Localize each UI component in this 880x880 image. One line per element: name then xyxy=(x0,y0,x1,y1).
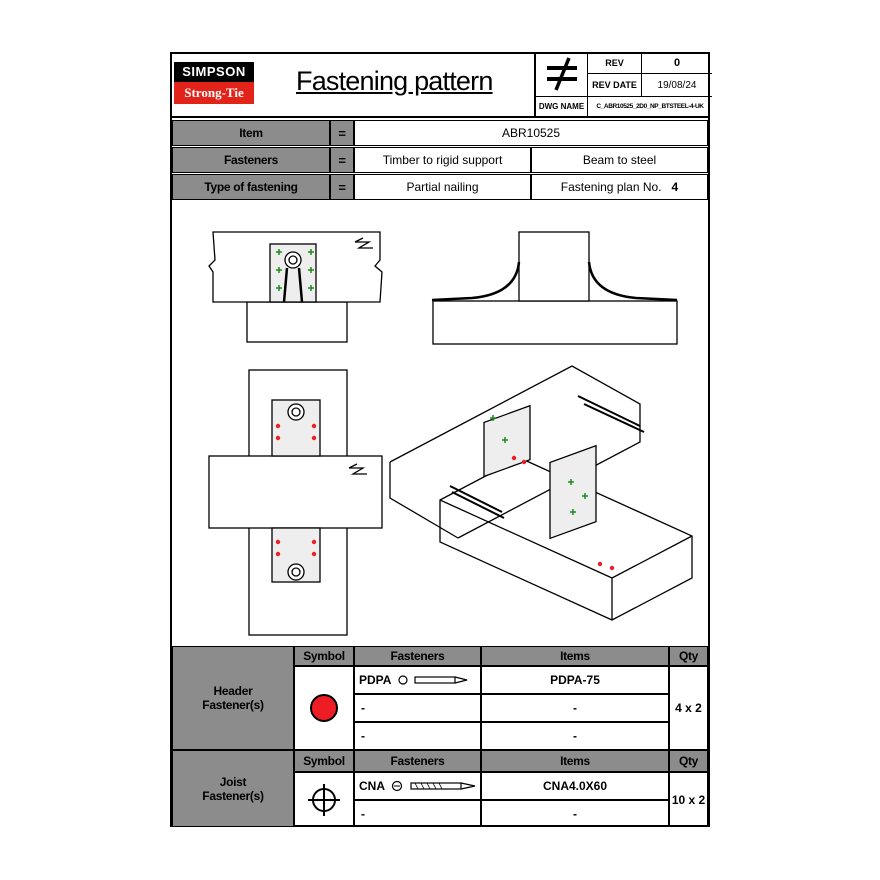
red-dot-markers xyxy=(275,423,615,571)
header-fastener-name: PDPA xyxy=(359,673,392,687)
joist-symbol-header: Symbol xyxy=(294,750,354,772)
type-value: Partial nailing xyxy=(354,174,531,200)
header-items-header: Items xyxy=(481,646,669,666)
joist-item-row-1: CNA4.0X60 xyxy=(481,772,669,800)
joist-fasteners-header: Fasteners xyxy=(354,750,481,772)
nail-icon xyxy=(391,780,476,792)
green-nail-markers xyxy=(276,249,588,515)
page-title: Fastening pattern xyxy=(296,66,493,96)
rev-label: REV xyxy=(588,52,642,74)
fasteners-label: Fasteners xyxy=(172,147,330,173)
joist-group-label: Joist Fastener(s) xyxy=(172,750,294,827)
elevation-view-top-right xyxy=(431,231,678,345)
rev-date-label: REV DATE xyxy=(588,74,642,96)
joist-fastener-name: CNA xyxy=(359,779,385,793)
item-label: Item xyxy=(172,120,330,146)
header-fastener-row-2: - xyxy=(354,694,481,722)
dwg-name-value: C_ABR10525_2D0_NP_BTSTEEL-4-UK xyxy=(588,96,712,116)
drawing-area xyxy=(208,231,693,636)
plan-view-top-left xyxy=(208,231,383,343)
header-fasteners-header: Fasteners xyxy=(354,646,481,666)
plan-value: 4 xyxy=(671,180,679,194)
joist-qty: 10 x 2 xyxy=(669,772,708,827)
joist-symbol-cell xyxy=(294,772,354,827)
plan-label: Fastening plan No. xyxy=(560,180,662,194)
header-fastener-row-3: - xyxy=(354,722,481,750)
header-item-row-2: - xyxy=(481,694,669,722)
brand-logo: SIMPSON Strong-Tie xyxy=(174,62,254,108)
header-qty: 4 x 2 xyxy=(669,666,708,750)
eq-sign: = xyxy=(330,120,354,146)
rev-value: 0 xyxy=(642,52,712,74)
joist-qty-header: Qty xyxy=(669,750,708,772)
fasteners-value-1: Timber to rigid support xyxy=(354,147,531,173)
drawing-sheet: SIMPSON Strong-Tie Fastening pattern DWG… xyxy=(170,52,712,827)
rev-date-value: 19/08/24 xyxy=(657,79,697,91)
header-symbol-cell xyxy=(294,666,354,750)
dwg-name-label: DWG NAME xyxy=(538,102,585,111)
type-label: Type of fastening xyxy=(172,174,330,200)
title-block: DWG NAME REV 0 REV DATE 19/08/24 C_ABR10… xyxy=(534,52,712,116)
header-item-row-3: - xyxy=(481,722,669,750)
joist-items-header: Items xyxy=(481,750,669,772)
joist-fastener-row-1: CNA xyxy=(354,772,481,800)
joist-fastener-row-2: - xyxy=(354,800,481,827)
brand-line1: SIMPSON xyxy=(174,62,254,82)
header-symbol-header: Symbol xyxy=(294,646,354,666)
joist-item-row-2: - xyxy=(481,800,669,827)
header-item-row-1: PDPA-75 xyxy=(481,666,669,694)
red-dot-symbol-icon xyxy=(310,694,338,722)
eq-sign: = xyxy=(330,174,354,200)
divider xyxy=(172,116,708,120)
not-equal-icon xyxy=(547,57,577,91)
header-fastener-row-1: PDPA xyxy=(354,666,481,694)
plan-cell: Fastening plan No. 4 xyxy=(531,174,708,200)
crosshair-symbol-icon xyxy=(308,783,340,816)
header-qty-header: Qty xyxy=(669,646,708,666)
not-equal-cell xyxy=(536,52,588,96)
eq-sign: = xyxy=(330,147,354,173)
isometric-view xyxy=(389,365,693,621)
brand-line2: Strong-Tie xyxy=(174,82,254,104)
item-value: ABR10525 xyxy=(354,120,708,146)
fasteners-value-2: Beam to steel xyxy=(531,147,708,173)
header-group-label: Header Fastener(s) xyxy=(172,646,294,750)
screw-icon xyxy=(398,675,468,685)
plan-view-bottom-left xyxy=(208,369,383,636)
